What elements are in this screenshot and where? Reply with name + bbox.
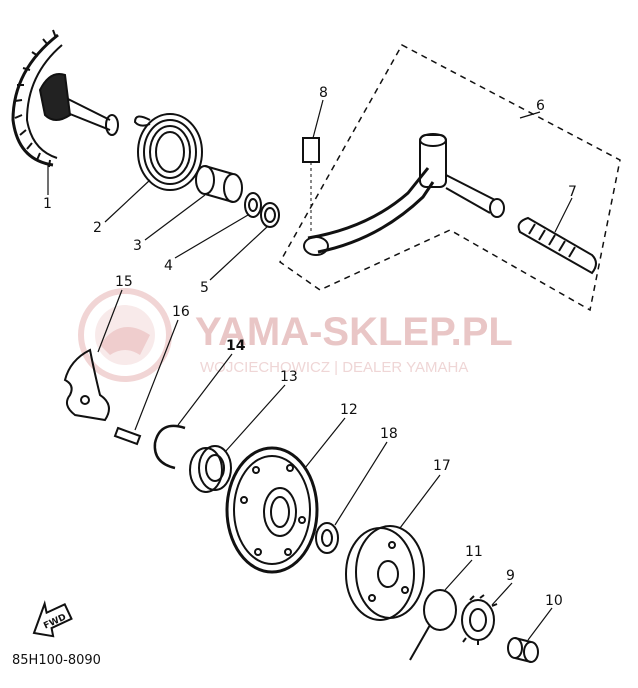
large-circlip-part — [153, 424, 186, 470]
leader-lines — [47, 99, 573, 641]
diagram-code: 85H100-8090 — [12, 653, 101, 668]
part-label-8: 8 — [319, 85, 328, 101]
thrust-washer-part — [315, 522, 339, 554]
part-label-9: 9 — [506, 568, 515, 584]
part-label-4: 4 — [164, 258, 173, 274]
bearing-part — [189, 445, 232, 493]
kick-spring-part — [133, 113, 203, 191]
ratchet-gear-part — [225, 446, 319, 574]
bolt-part — [302, 137, 320, 232]
part-label-3: 3 — [133, 238, 142, 254]
part-label-16: 16 — [172, 304, 190, 320]
part-label-11: 11 — [465, 544, 483, 560]
part-label-7: 7 — [568, 184, 577, 200]
part-label-13: 13 — [280, 369, 298, 385]
spring-clip-part — [409, 589, 457, 661]
part-label-1: 1 — [43, 196, 52, 212]
stopper-plate-part — [63, 348, 110, 422]
part-label-10: 10 — [545, 593, 563, 609]
part-label-6: 6 — [536, 98, 545, 114]
part-label-5: 5 — [200, 280, 209, 296]
part-label-17: 17 — [433, 458, 451, 474]
kick-gear-shaft-part — [11, 29, 119, 168]
part-label-2: 2 — [93, 220, 102, 236]
clutch-housing-part — [345, 525, 425, 621]
kick-crank-assembly — [279, 43, 621, 312]
watermark: YAMA-SKLEP.PL WOJCIECHOWICZ | DEALER YAM… — [78, 288, 513, 382]
watermark-title: YAMA-SKLEP.PL — [195, 310, 513, 354]
circlip-part — [260, 202, 280, 228]
pinion-gear-part — [461, 594, 498, 645]
part-label-12: 12 — [340, 402, 358, 418]
forward-arrow-icon: FWD — [32, 600, 73, 638]
collar-part — [195, 165, 243, 203]
part-label-18: 18 — [380, 426, 398, 442]
part-number-labels: 1 2 3 4 5 6 7 8 9 10 11 12 13 14 15 16 1… — [43, 85, 577, 609]
part-label-14: 14 — [226, 338, 246, 354]
bushing-part — [507, 637, 539, 663]
watermark-subtitle: WOJCIECHOWICZ | DEALER YAMAHA — [200, 359, 468, 376]
part-label-15: 15 — [115, 274, 133, 290]
washer-part — [244, 192, 262, 218]
kick-grip-part — [517, 216, 597, 275]
screw-part — [113, 426, 142, 446]
